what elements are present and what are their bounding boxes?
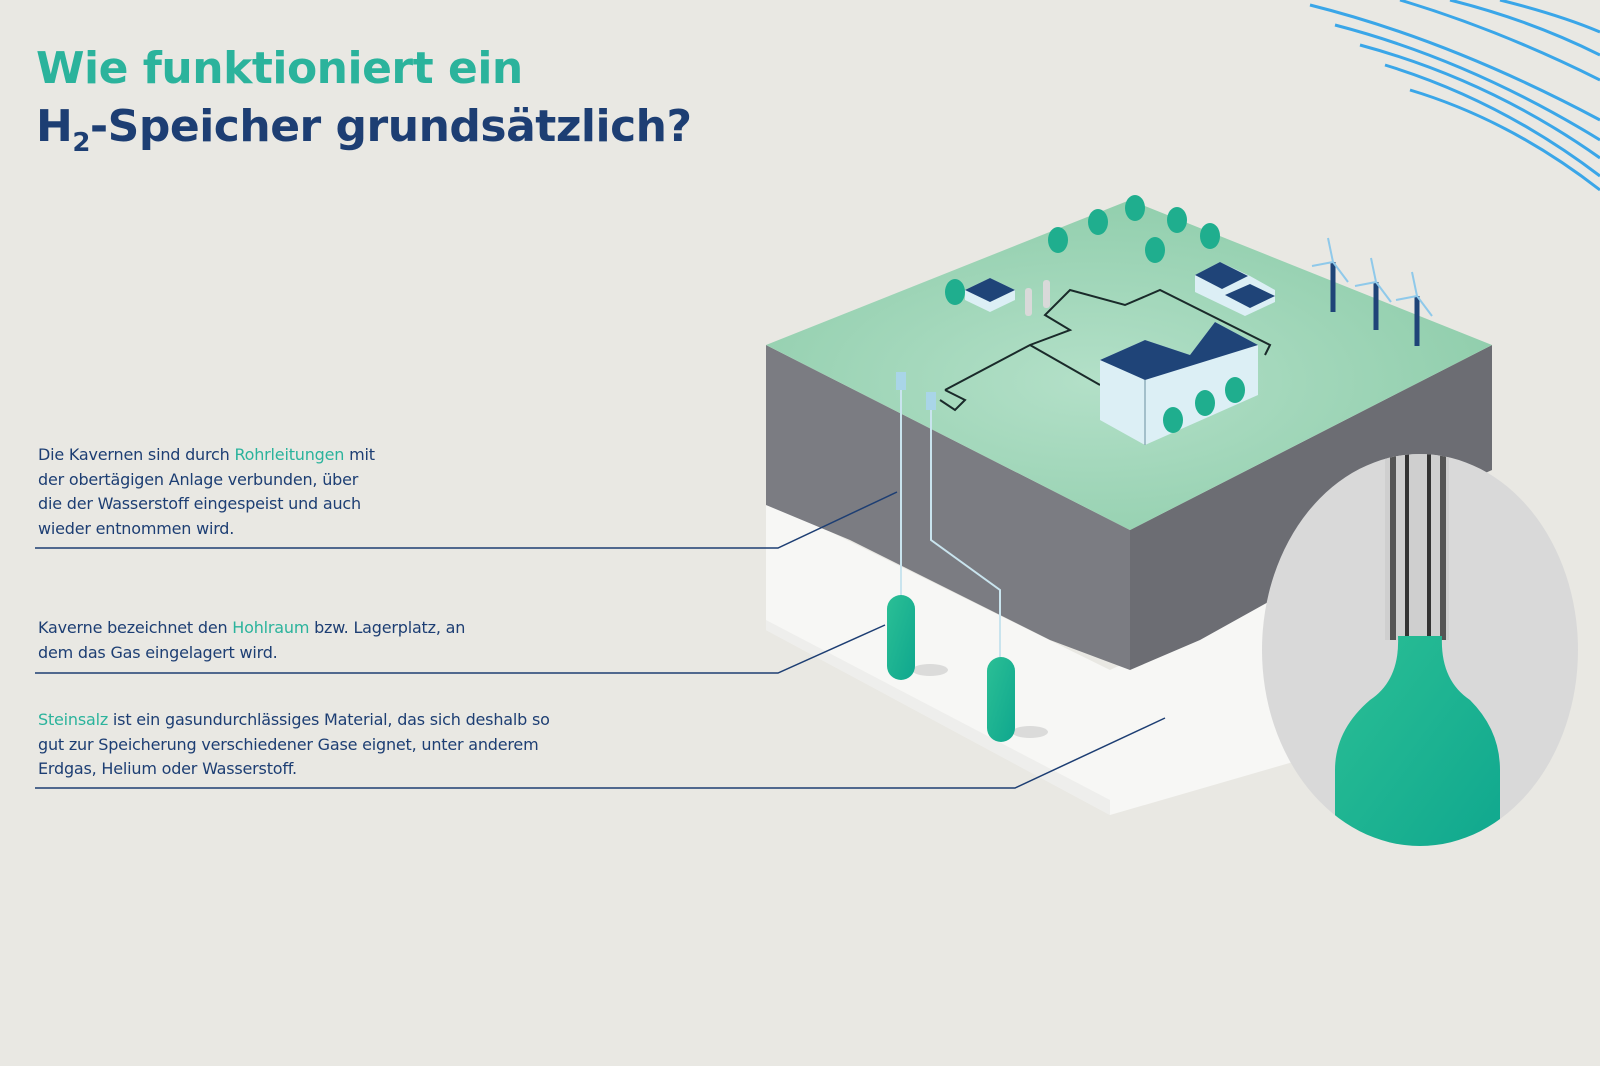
annotation-highlight: Rohrleitungen — [234, 445, 345, 464]
leader-line-cavern — [35, 624, 886, 674]
title-line-2: H2-Speicher grundsätzlich? — [36, 98, 692, 172]
annotation-rock-salt: Steinsalz ist ein gasundurchlässiges Mat… — [38, 708, 553, 782]
annotation-highlight: Steinsalz — [38, 710, 109, 729]
title-subscript: 2 — [72, 128, 90, 158]
trees — [945, 195, 1245, 433]
title-h: H — [36, 101, 73, 152]
wells — [900, 380, 1001, 660]
annotation-highlight: Hohlraum — [232, 618, 310, 637]
leader-line-rock-salt — [35, 717, 1166, 789]
annotation-text: Die Kavernen sind durch — [38, 445, 235, 464]
small-buildings — [965, 262, 1275, 316]
leader-lines — [35, 491, 1166, 789]
main-building — [1100, 322, 1258, 445]
rock-layer — [766, 345, 1492, 670]
annotation-text: mit der obertägigen Anlage verbunden, üb… — [38, 445, 375, 538]
title-line-1: Wie funktioniert ein — [36, 43, 523, 94]
wind-turbines — [1311, 237, 1433, 346]
decorative-arcs — [1309, 0, 1600, 192]
annotation-text: bzw. Lagerplatz, an dem das Gas eingelag… — [38, 618, 466, 662]
salt-layer — [766, 500, 1300, 815]
wellheads — [896, 372, 936, 410]
cavern-detail-circle — [1262, 454, 1578, 846]
caverns — [887, 595, 1048, 742]
leader-line-pipelines — [35, 491, 898, 549]
annotation-text: ist ein gasundurchlässiges Material, das… — [38, 710, 550, 778]
annotation-cavern: Kaverne bezeichnet den Hohlraum bzw. Lag… — [38, 616, 488, 665]
annotation-pipelines: Die Kavernen sind durch Rohrleitungen mi… — [38, 443, 383, 541]
pipelines — [939, 288, 1272, 412]
annotation-text: Kaverne bezeichnet den — [38, 618, 233, 637]
title-rest: -Speicher grundsätzlich? — [89, 101, 692, 152]
page-title: Wie funktioniert ein H2-Speicher grundsä… — [36, 40, 692, 172]
